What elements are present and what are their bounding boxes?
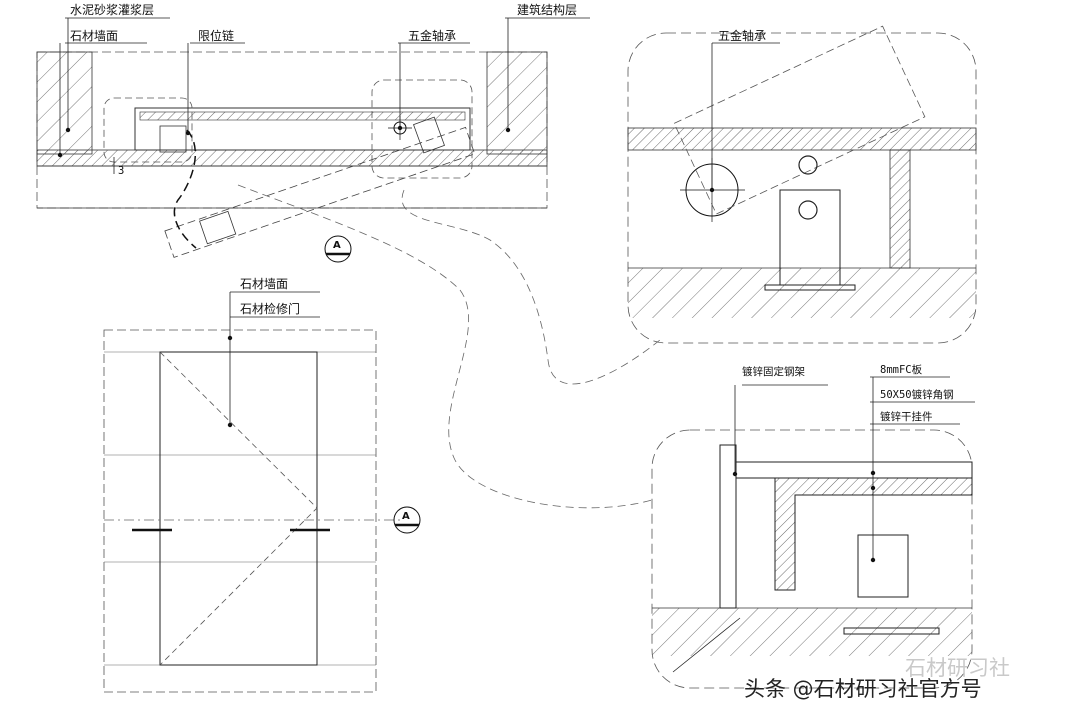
structure-right [486,51,548,155]
bracket-detail: 镀锌固定钢架 8mmFC板 50X50镀锌角钢 镀锌干挂件 [651,363,975,689]
callout-left [103,97,193,163]
door-swing-indicator [159,351,318,666]
elevation-view: 石材墙面 石材检修门 A [103,277,421,693]
door-panel-closed [134,107,471,151]
bracket-detail-frame [651,429,973,689]
elevation-frame [103,329,377,693]
svg-text:A: A [402,511,410,522]
section-marker-a-side: A [393,506,421,534]
label-angle-steel: 50X50镀锌角钢 [880,388,954,401]
hinge-detail: 五金轴承 [627,25,977,344]
label-stone-wall: 石材墙面 [70,29,118,43]
label-hinge: 五金轴承 [408,28,456,43]
structure-left [36,51,93,155]
section-letter: A [333,240,341,251]
label-limit-chain: 限位链 [198,28,234,43]
watermark-faded: 石材研习社 [905,656,1010,680]
connector-bracket-detail [237,184,653,509]
limit-chain-path [173,129,197,249]
label-elev-stone-wall: 石材墙面 [240,277,288,291]
watermark-text: 头条 @石材研习社官方号 [744,677,982,701]
label-galv-frame: 镀锌固定钢架 [742,365,805,378]
dim-3: 3 [118,165,124,177]
watermark: 石材研习社 头条 @石材研习社官方号 [744,656,1010,701]
hinge-detail-frame [627,32,977,344]
section-marker-a-top: A [324,235,352,263]
label-fc-board: 8mmFC板 [880,363,923,376]
door-panel-open [164,126,476,258]
label-dry-hanger: 镀锌干挂件 [880,410,933,423]
stone-wall-strip [36,149,548,167]
callout-hinge [371,79,473,179]
access-door-outline [159,351,318,666]
label-detail-hinge: 五金轴承 [718,28,766,43]
label-grout-layer: 水泥砂浆灌浆层 [70,2,154,17]
plan-view: 3 水泥砂浆灌浆层 石材墙面 限位链 五金轴承 建筑结构层 A [36,2,590,263]
label-structure-layer: 建筑结构层 [517,2,577,17]
connector-hinge-detail [401,189,661,385]
label-elev-access-door: 石材检修门 [240,301,300,316]
